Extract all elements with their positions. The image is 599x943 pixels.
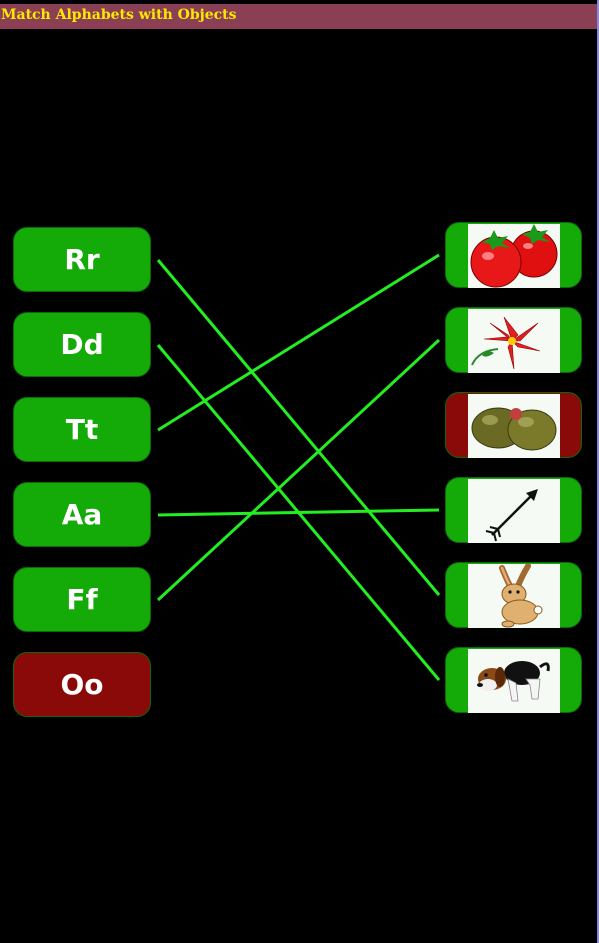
object-button-flower[interactable] bbox=[445, 307, 582, 373]
arrow-icon bbox=[485, 489, 538, 542]
letter-button-dd[interactable]: Dd bbox=[13, 312, 151, 377]
connection-line-ff-flower bbox=[156, 338, 441, 602]
tomato-icon bbox=[470, 224, 558, 288]
letter-button-ff[interactable]: Ff bbox=[13, 567, 151, 632]
title-bar: Match Alphabets with Objects bbox=[0, 4, 597, 29]
object-button-arrow[interactable] bbox=[445, 477, 582, 543]
letter-button-oo[interactable]: Oo bbox=[13, 652, 151, 717]
connection-line-tt-tomato bbox=[157, 253, 440, 432]
connection-line-dd-dog bbox=[156, 344, 441, 681]
object-button-tomato[interactable] bbox=[445, 222, 582, 288]
letter-label: Ff bbox=[66, 583, 98, 616]
letter-label: Aa bbox=[61, 498, 103, 531]
letter-label: Rr bbox=[64, 243, 100, 276]
olive-icon bbox=[471, 407, 557, 451]
letter-label: Tt bbox=[65, 413, 99, 446]
connection-line-aa-arrow bbox=[157, 508, 440, 517]
object-button-olive[interactable] bbox=[445, 392, 582, 458]
letter-button-tt[interactable]: Tt bbox=[13, 397, 151, 462]
connection-line-rr-rabbit bbox=[156, 259, 441, 596]
dog-icon bbox=[477, 661, 550, 702]
letter-label: Oo bbox=[60, 668, 104, 701]
flower-icon bbox=[471, 316, 541, 370]
object-button-rabbit[interactable] bbox=[445, 562, 582, 628]
object-button-dog[interactable] bbox=[445, 647, 582, 713]
window-edge bbox=[597, 0, 599, 943]
app-title: Match Alphabets with Objects bbox=[1, 7, 237, 23]
letter-button-aa[interactable]: Aa bbox=[13, 482, 151, 547]
letter-button-rr[interactable]: Rr bbox=[13, 227, 151, 292]
letter-label: Dd bbox=[60, 328, 104, 361]
rabbit-icon bbox=[499, 564, 543, 628]
